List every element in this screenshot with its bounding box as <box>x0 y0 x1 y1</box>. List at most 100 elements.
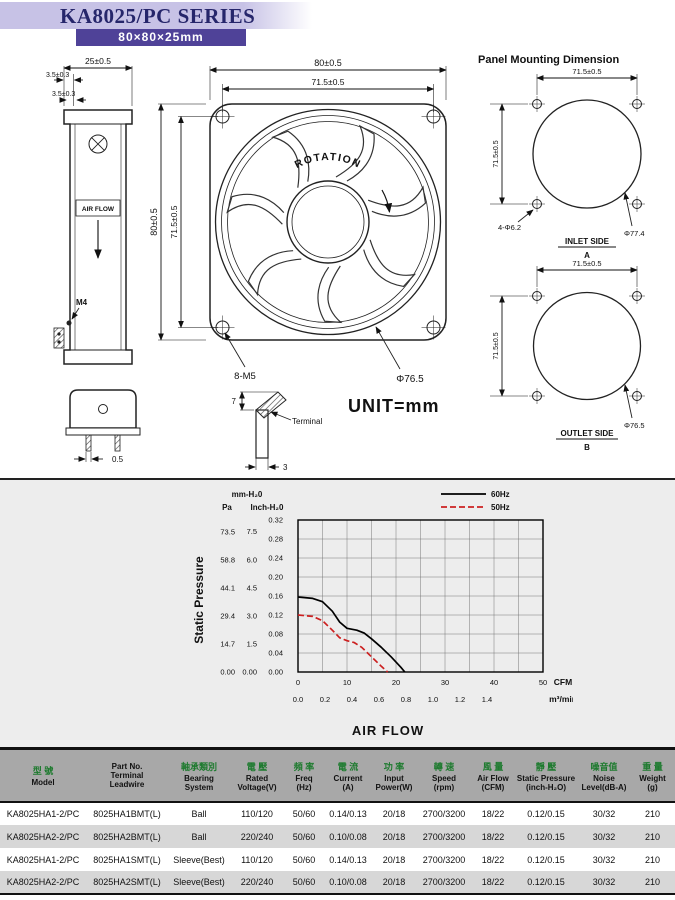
chart-tick-label: 58.8 <box>220 555 235 564</box>
side-label: INLET SIDE <box>565 237 610 246</box>
side-view-drawing: 25±0.5 3.5±0.3 3.5±0.3 AIR FLOW M4 <box>46 56 133 365</box>
chart-tick-label: 0.2 <box>320 695 330 704</box>
dim-label: 71.5±0.5 <box>572 259 601 268</box>
spec-cell: 30/32 <box>578 802 630 825</box>
y-unit-label: Pa <box>222 503 232 512</box>
performance-chart: 0.320.280.240.200.160.120.080.040.0073.5… <box>220 490 573 704</box>
chart-tick-label: 0.16 <box>268 592 283 601</box>
chart-tick-label: 1.2 <box>455 695 465 704</box>
diameter-callout: Φ76.5 <box>396 374 424 385</box>
spec-cell: 110/120 <box>230 802 284 825</box>
spec-cell: 8025HA1SMT(L) <box>86 848 168 871</box>
terminal-drawing: 7 Terminal 3 <box>232 391 322 472</box>
chart-tick-label: 40 <box>490 678 498 687</box>
terminal-label: Terminal <box>292 417 322 426</box>
spec-cell: 2700/3200 <box>416 848 472 871</box>
chart-tick-label: 50 <box>539 678 547 687</box>
screw-label: M4 <box>76 298 88 307</box>
chart-tick-label: 20 <box>392 678 400 687</box>
spec-cell: 50/60 <box>284 848 324 871</box>
legend-label: 50Hz <box>491 503 510 512</box>
chart-tick-label: 14.7 <box>220 639 235 648</box>
legend-label: 60Hz <box>491 490 510 499</box>
spec-cell: 20/18 <box>372 848 416 871</box>
y-unit-label: mm-H₂0 <box>232 490 263 499</box>
spec-cell: KA8025HA2-2/PC <box>0 825 86 848</box>
spec-cell: Sleeve(Best) <box>168 871 230 894</box>
spec-cell: Sleeve(Best) <box>168 848 230 871</box>
spec-cell: KA8025HA1-2/PC <box>0 802 86 825</box>
dim-label: 0.5 <box>112 455 124 464</box>
chart-tick-label: 0.08 <box>268 630 283 639</box>
chart-tick-label: 0.28 <box>268 535 283 544</box>
dim-label: 71.5±0.5 <box>311 77 344 87</box>
spec-cell: 0.12/0.15 <box>514 871 578 894</box>
spec-cell: 18/22 <box>472 871 514 894</box>
chart-tick-label: 0.12 <box>268 611 283 620</box>
spec-cell: 210 <box>630 848 675 871</box>
spec-cell: 18/22 <box>472 802 514 825</box>
spec-cell: 20/18 <box>372 825 416 848</box>
curve-50Hz <box>297 614 389 673</box>
spec-cell: 18/22 <box>472 848 514 871</box>
panel-mounting-title: Panel Mounting Dimension <box>478 54 620 66</box>
chart-tick-label: 73.5 <box>220 527 235 536</box>
plug-drawing: 0.5 <box>65 389 141 464</box>
spec-cell: 0.14/0.13 <box>324 848 372 871</box>
page-title: KA8025/PC SERIES <box>60 4 256 28</box>
outlet-panel-drawing: 71.5±0.5 71.5±0.5 Φ76.5 OUTLET SIDE B <box>490 259 645 452</box>
dim-label: 3.5±0.3 <box>52 91 75 98</box>
spec-cell: 18/22 <box>472 825 514 848</box>
spec-cell: 0.12/0.15 <box>514 802 578 825</box>
chart-tick-label: 0.04 <box>268 649 283 658</box>
spec-cell: 210 <box>630 871 675 894</box>
spec-cell: 30/32 <box>578 825 630 848</box>
dim-label: 7 <box>232 397 237 406</box>
spec-cell: 210 <box>630 802 675 825</box>
chart-tick-label: 1.5 <box>247 639 257 648</box>
unit-note: UNIT=mm <box>348 396 440 416</box>
chart-tick-label: 0.20 <box>268 573 283 582</box>
chart-tick-label: 44.1 <box>220 583 235 592</box>
spec-cell: 0.12/0.15 <box>514 848 578 871</box>
dim-label: 71.5±0.5 <box>572 67 601 76</box>
chart-tick-label: 1.0 <box>428 695 438 704</box>
spec-cell: Ball <box>168 825 230 848</box>
chart-tick-label: 29.4 <box>220 611 235 620</box>
side-mark: A <box>584 251 590 260</box>
plot-border <box>297 519 544 673</box>
chart-tick-label: 0.00 <box>242 668 257 677</box>
spec-cell: 210 <box>630 825 675 848</box>
dim-label: 71.5±0.5 <box>169 205 179 238</box>
dim-label: 25±0.5 <box>85 56 111 66</box>
chart-tick-label: 0.00 <box>268 668 283 677</box>
dim-label: 3.5±0.3 <box>46 72 69 79</box>
dim-label: 80±0.5 <box>149 208 159 235</box>
spec-cell: KA8025HA2-2/PC <box>0 871 86 894</box>
chart-tick-label: 0 <box>296 678 300 687</box>
dim-label: 80±0.5 <box>314 58 341 68</box>
chart-tick-label: 0.32 <box>268 516 283 525</box>
spec-cell: 110/120 <box>230 848 284 871</box>
chart-tick-label: 1.4 <box>482 695 492 704</box>
spec-cell: 30/32 <box>578 871 630 894</box>
spec-cell: 20/18 <box>372 871 416 894</box>
chart-tick-label: 0.4 <box>347 695 357 704</box>
size-badge: 80×80×25mm <box>76 29 246 46</box>
spec-cell: 220/240 <box>230 871 284 894</box>
spec-cell: 0.10/0.08 <box>324 871 372 894</box>
